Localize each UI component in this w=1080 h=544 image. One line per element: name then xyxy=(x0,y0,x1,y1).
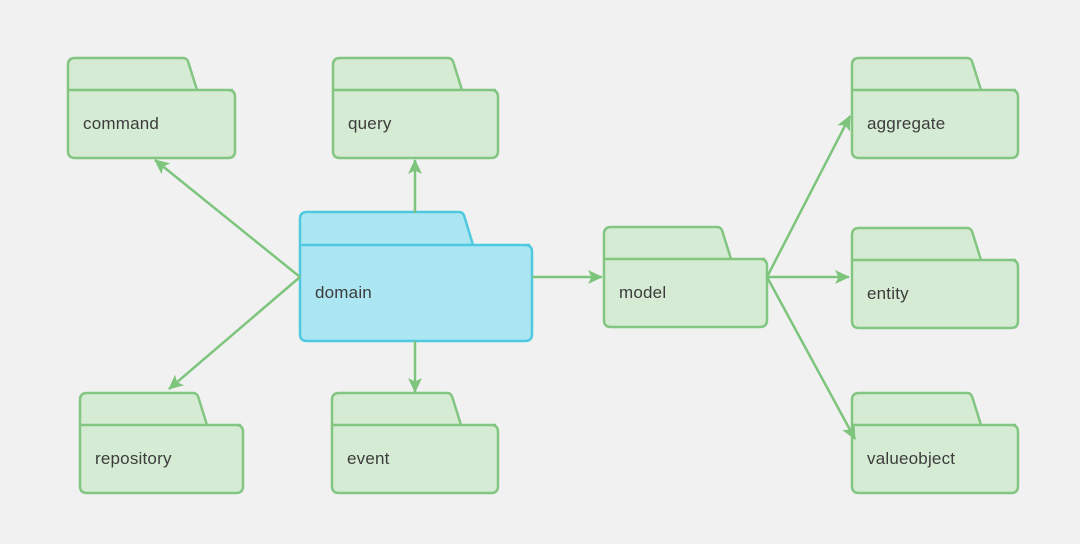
folder-domain[interactable]: domain xyxy=(298,210,534,343)
folder-label: query xyxy=(348,114,392,133)
folder-label: command xyxy=(83,114,160,133)
folder-shape xyxy=(850,226,1020,330)
folder-query[interactable]: query xyxy=(331,56,500,160)
arrow-domain-repository[interactable] xyxy=(168,276,301,390)
folder-shape xyxy=(66,56,237,160)
folder-label: aggregate xyxy=(867,114,946,133)
folder-shape xyxy=(330,391,500,495)
folder-event[interactable]: event xyxy=(330,391,500,495)
folder-label: event xyxy=(347,449,390,468)
folder-valueobject[interactable]: valueobject xyxy=(850,391,1020,495)
folder-label: repository xyxy=(95,449,172,468)
folder-command[interactable]: command xyxy=(66,56,237,160)
folder-label: model xyxy=(619,283,667,302)
folder-label: domain xyxy=(315,283,372,302)
folder-entity[interactable]: entity xyxy=(850,226,1020,330)
folder-shape xyxy=(78,391,245,495)
folder-shape xyxy=(331,56,500,160)
folder-model[interactable]: model xyxy=(602,225,769,329)
arrow-model-aggregate[interactable] xyxy=(765,115,852,278)
folder-label: valueobject xyxy=(867,449,956,468)
folder-shape xyxy=(850,56,1020,160)
folder-aggregate[interactable]: aggregate xyxy=(850,56,1020,160)
arrow-model-valueobject[interactable] xyxy=(765,276,857,440)
folder-label: entity xyxy=(867,284,909,303)
folder-repository[interactable]: repository xyxy=(78,391,245,495)
arrow-domain-command[interactable] xyxy=(154,159,301,278)
